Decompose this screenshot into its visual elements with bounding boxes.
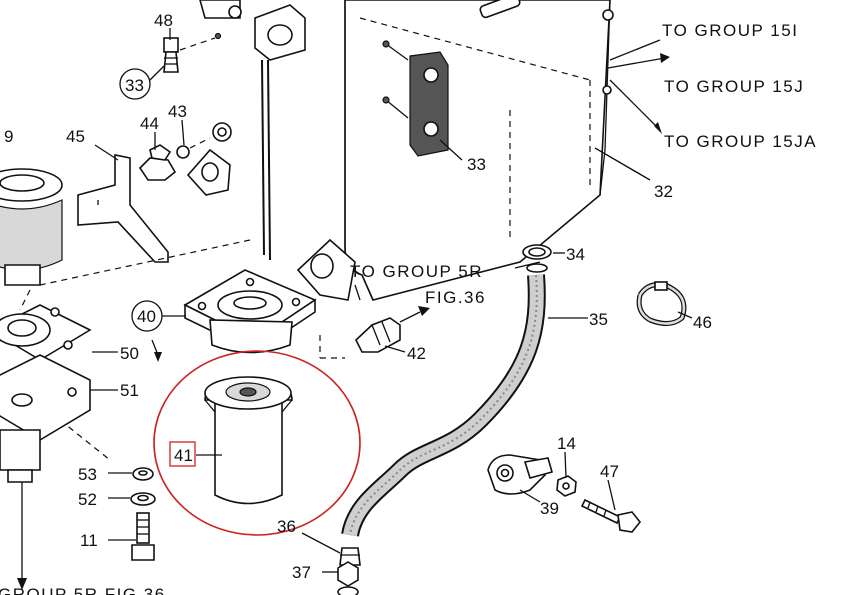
nut-part-14[interactable]: [556, 475, 577, 497]
label-42: 42: [407, 344, 426, 363]
bracket-part-39[interactable]: [487, 454, 553, 495]
guide-line-5: [59, 419, 111, 461]
group-arrows: [607, 39, 670, 134]
label-33a: 33: [125, 76, 144, 95]
cap-flange-part-40[interactable]: [183, 269, 317, 354]
tank-part-32[interactable]: [344, 0, 651, 301]
label-34: 34: [566, 245, 585, 264]
label-9: 9: [4, 127, 13, 146]
label-45: 45: [66, 127, 85, 146]
label-11: 11: [80, 531, 98, 550]
label-32: 32: [654, 182, 673, 201]
upper-bracket[interactable]: [199, 0, 306, 261]
group-ref-5r: TO GROUP 5R: [350, 262, 483, 281]
clamp-part-34[interactable]: [522, 244, 552, 273]
label-37: 37: [292, 563, 311, 582]
label-40: 40: [137, 307, 156, 326]
housing-part-51[interactable]: [0, 354, 91, 590]
tank-clip[interactable]: [296, 238, 361, 301]
highlight-circle: [153, 350, 361, 536]
clamp-part-46[interactable]: [636, 281, 687, 326]
group-ref-15ja: TO GROUP 15JA: [664, 132, 817, 151]
group-ref-5r-fig: FIG.36: [425, 288, 486, 307]
group-ref-5r-bottom: GROUP 5R FIG.36: [0, 585, 166, 595]
fitting-part-44[interactable]: [138, 137, 211, 181]
filter-element-part-41[interactable]: [204, 376, 293, 505]
label-52: 52: [78, 490, 97, 509]
label-40-ring: [131, 300, 163, 332]
guide-line-2: [19, 289, 31, 311]
label-44: 44: [140, 114, 159, 133]
label-36: 36: [277, 517, 296, 536]
group-ref-15i: TO GROUP 15I: [662, 21, 798, 40]
label-50: 50: [120, 344, 139, 363]
bolt-part-47[interactable]: [580, 498, 642, 533]
bolt-part-11[interactable]: [131, 512, 155, 561]
label-48: 48: [154, 11, 173, 30]
label-39: 39: [540, 499, 559, 518]
label-53: 53: [78, 465, 97, 484]
fitting-part-36[interactable]: [339, 547, 361, 566]
group-ref-15j: TO GROUP 15J: [664, 77, 804, 96]
mounting-bracket-part-33[interactable]: [382, 40, 449, 157]
hose-part-35[interactable]: [341, 274, 546, 538]
label-51: 51: [120, 381, 139, 400]
bracket-part-45[interactable]: [77, 154, 169, 263]
label-41: 41: [174, 446, 193, 465]
screw-part-48[interactable]: [163, 32, 222, 73]
label-35: 35: [589, 310, 608, 329]
flange-part-50[interactable]: [0, 304, 92, 361]
fitting-part-42[interactable]: [355, 306, 430, 353]
guide-line-1: [39, 239, 251, 286]
label-33a-ring: [119, 68, 151, 100]
washer-upper[interactable]: [212, 122, 232, 142]
label-46: 46: [693, 313, 712, 332]
washer-part-52[interactable]: [130, 492, 156, 506]
label-47: 47: [600, 462, 619, 481]
label-33b: 33: [467, 155, 486, 174]
leader-lines: [90, 28, 693, 573]
label-41-box: [169, 441, 196, 467]
washer-part-53[interactable]: [132, 467, 154, 481]
filter-part-9[interactable]: [0, 168, 63, 286]
label-14: 14: [557, 434, 576, 453]
label-43: 43: [168, 102, 187, 121]
nut-part-37[interactable]: [337, 561, 359, 595]
angle-bracket-small[interactable]: [186, 148, 231, 196]
